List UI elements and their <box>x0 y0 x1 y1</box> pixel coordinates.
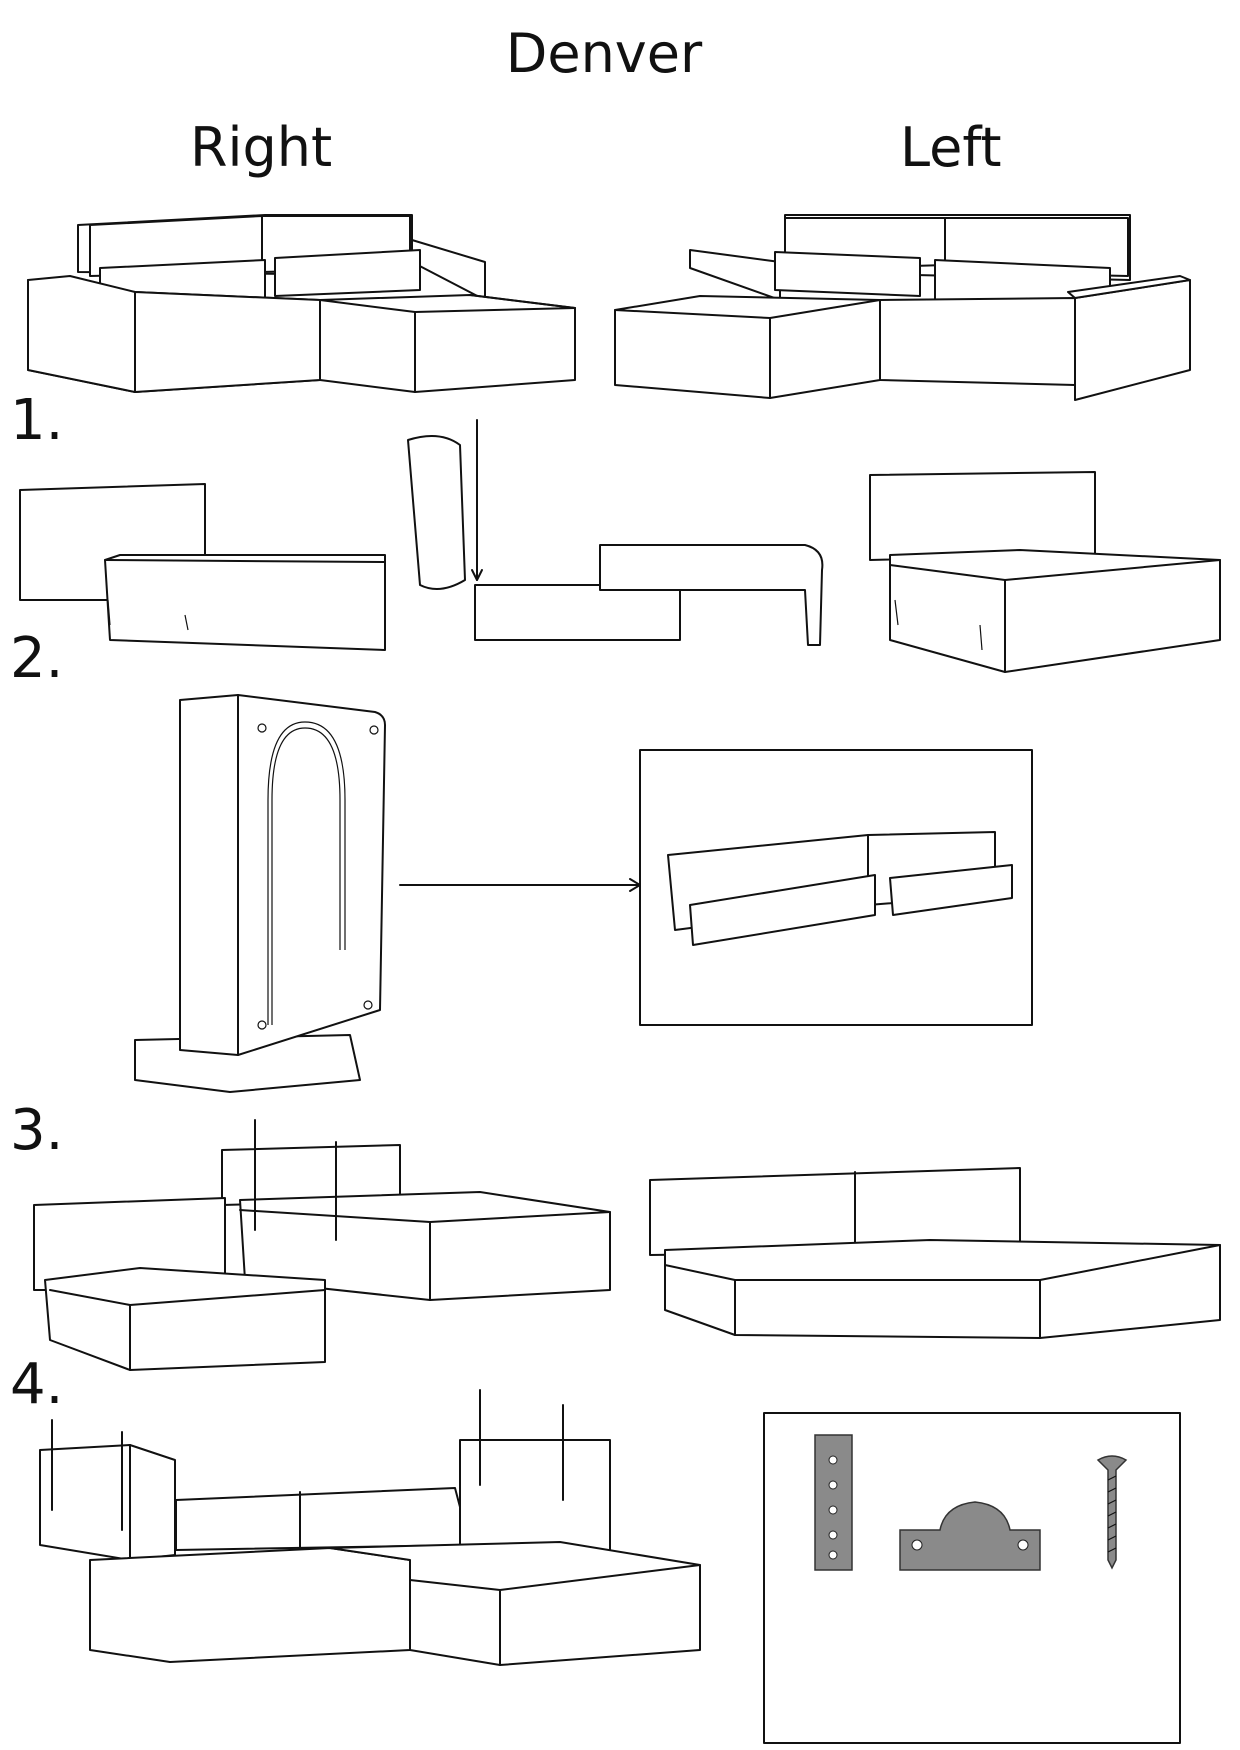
bracket-icon <box>899 1501 1041 1571</box>
sofa-left-overview <box>614 214 1191 401</box>
parts-box <box>763 1412 1181 1744</box>
step-1-left-module <box>869 471 1221 673</box>
step-2-backrest-unzipped <box>134 694 386 1093</box>
connector-plate-icon <box>814 1434 853 1571</box>
step-3-right-assembly <box>33 1119 611 1371</box>
sofa-right-overview <box>27 214 576 393</box>
screw-icon <box>1096 1455 1128 1570</box>
variant-label-left: Left <box>900 116 1002 179</box>
arrow-icon <box>399 878 641 892</box>
step-number-2: 2. <box>10 626 64 691</box>
step-1-right-module <box>19 483 386 651</box>
step-4-full-assembly <box>39 1389 701 1666</box>
page-title: Denver <box>505 22 703 85</box>
step-2-detail-box <box>639 749 1033 1026</box>
step-1-center-module <box>407 419 824 646</box>
step-number-3: 3. <box>10 1098 64 1163</box>
variant-label-right: Right <box>190 116 333 179</box>
step-number-4: 4. <box>10 1352 64 1417</box>
step-number-1: 1. <box>10 388 64 453</box>
step-3-left-assembly <box>649 1167 1221 1339</box>
